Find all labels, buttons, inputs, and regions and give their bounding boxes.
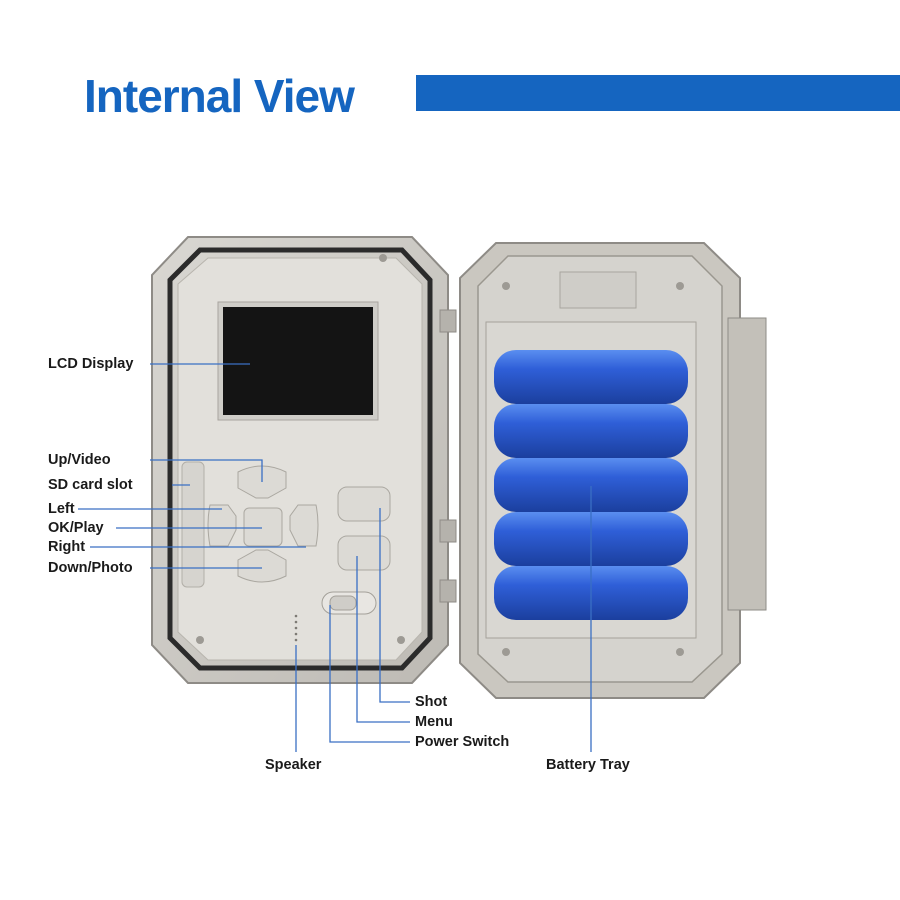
title-bar bbox=[416, 75, 900, 111]
lcd-screen bbox=[217, 301, 379, 421]
label-lcd-display: LCD Display bbox=[48, 356, 134, 372]
navigation-pad bbox=[207, 465, 319, 583]
page-title: Internal View bbox=[84, 70, 355, 122]
label-down-photo: Down/Photo bbox=[48, 560, 133, 576]
label-speaker: Speaker bbox=[265, 757, 322, 773]
label-ok-play: OK/Play bbox=[48, 520, 104, 536]
label-battery-tray: Battery Tray bbox=[546, 757, 630, 773]
sd-card-slot bbox=[181, 461, 205, 588]
speaker-grille bbox=[294, 614, 298, 642]
leader-lines bbox=[78, 363, 592, 752]
label-shot: Shot bbox=[415, 694, 448, 710]
label-sd-card-slot: SD card slot bbox=[48, 477, 133, 493]
label-right: Right bbox=[48, 539, 86, 555]
power-switch bbox=[321, 591, 377, 615]
label-power-switch: Power Switch bbox=[415, 734, 510, 750]
label-left: Left bbox=[48, 501, 75, 517]
label-up-video: Up/Video bbox=[48, 452, 111, 468]
shot-button bbox=[337, 486, 391, 522]
menu-button bbox=[337, 535, 391, 571]
label-menu: Menu bbox=[415, 714, 453, 730]
